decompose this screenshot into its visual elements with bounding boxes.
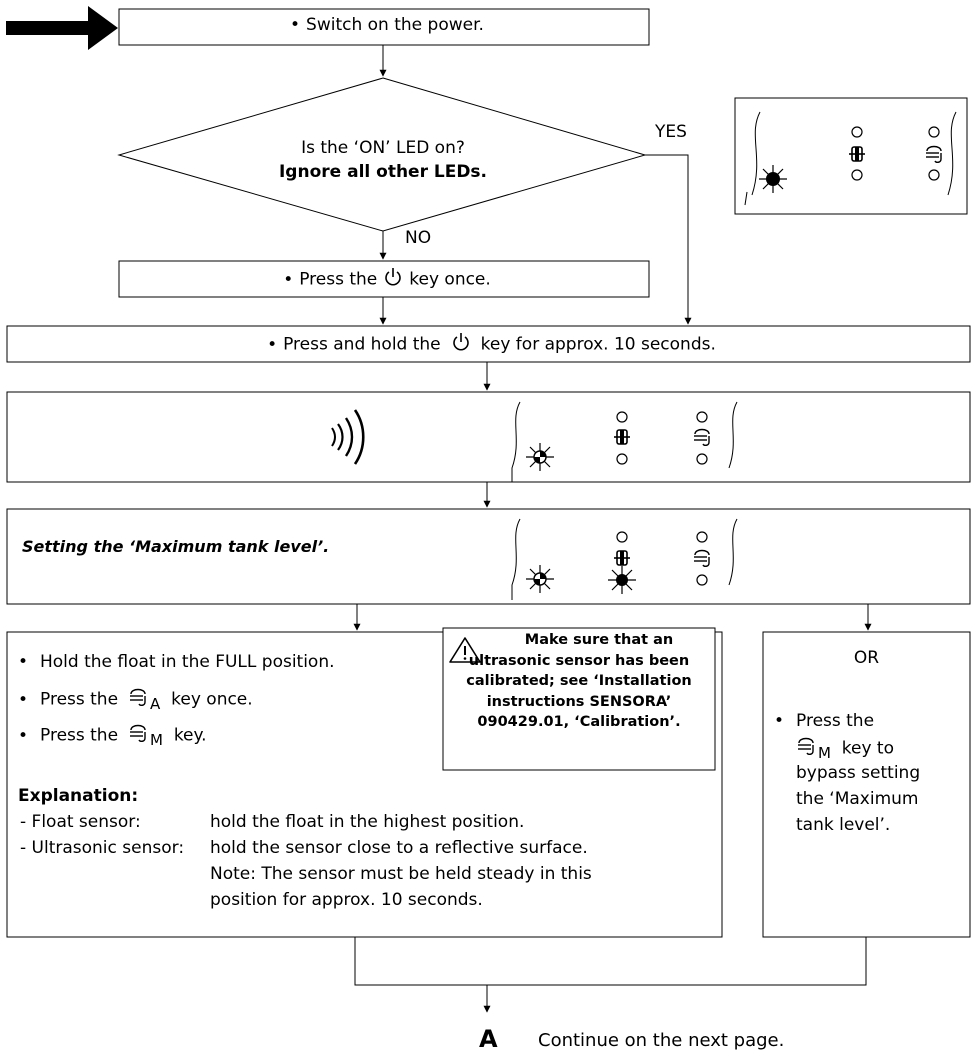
led-panel-blink-2 [511, 518, 738, 600]
press-once-box [118, 260, 650, 298]
entry-arrow [6, 6, 118, 50]
ultrasonic-row: - Ultrasonic sensor:hold the sensor clos… [20, 838, 588, 858]
bypass-line-4: the ‘Maximum [796, 789, 919, 809]
led-panel-blink-1 [511, 401, 738, 482]
warning-triangle-icon [449, 637, 481, 663]
warning-text: Make sure that an ultrasonic sensor has … [466, 632, 692, 731]
connector-a: A [479, 1025, 498, 1053]
note-row-1: Note: The sensor must be held steady in … [210, 864, 592, 884]
sound-wave-icon [331, 409, 365, 465]
float-sensor-row: - Float sensor:hold the float in the hig… [20, 812, 525, 832]
float-switch-icon [848, 146, 866, 162]
or-label: OR [853, 648, 880, 668]
setting-title: Setting the ‘Maximum tank level’. [22, 537, 330, 556]
question-text: Is the ‘ON’ LED on? [301, 138, 465, 158]
note-row-2: position for approx. 10 seconds. [210, 890, 483, 910]
pump-cycle-icon [796, 737, 816, 760]
pump-cycle-icon [128, 688, 148, 711]
setting-box [6, 508, 971, 605]
continue-text: Continue on the next page. [538, 1030, 785, 1051]
bypass-line-2: M key to [796, 737, 894, 762]
warning-box [442, 627, 716, 771]
bypass-box [762, 631, 971, 938]
pump-cycle-icon [128, 724, 148, 747]
power-icon [383, 267, 403, 292]
bypass-line-1: Press the [774, 711, 874, 731]
no-label: NO [405, 228, 432, 248]
ignore-text: Ignore all other LEDs. [278, 162, 488, 182]
bypass-line-3: bypass setting [796, 763, 921, 783]
led-panel-on [734, 97, 968, 215]
sound-box [6, 391, 971, 483]
bullet-hold-float: Hold the float in the FULL position. [18, 652, 335, 672]
yes-label: YES [655, 122, 687, 142]
bypass-line-5: tank level’. [796, 815, 891, 835]
press-hold-box [6, 325, 971, 363]
power-box [118, 8, 650, 46]
power-icon [451, 332, 471, 357]
power-step: Switch on the power. [119, 15, 649, 35]
explanation-title: Explanation: [18, 786, 139, 806]
